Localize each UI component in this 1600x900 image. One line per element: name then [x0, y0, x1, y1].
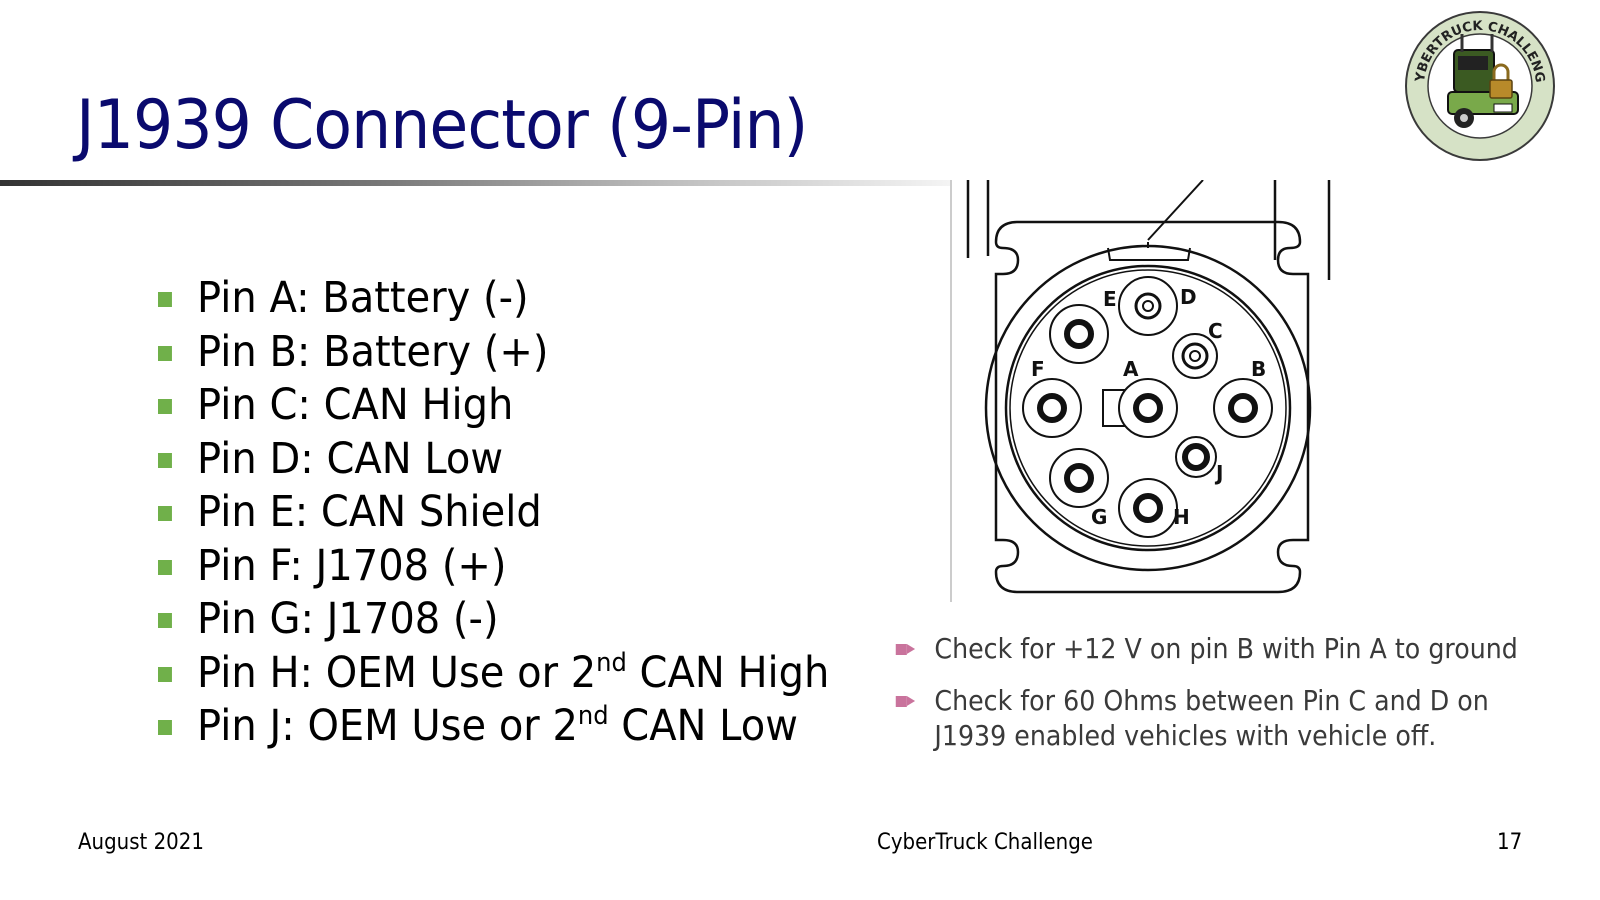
bullet-icon — [158, 399, 172, 414]
pin-label-e: E — [1103, 287, 1117, 311]
check-item: Check for +12 V on pin B with Pin A to g… — [895, 633, 1518, 665]
pin-text: Pin C: CAN High — [197, 380, 514, 430]
pin-text: Pin E: CAN Shield — [197, 487, 542, 537]
padlock-icon — [1489, 63, 1513, 99]
pin-text: Pin G: J1708 (-) — [197, 594, 499, 644]
pin-label-f: F — [1031, 357, 1045, 381]
pin-text: Pin J: OEM Use or 2nd CAN Low — [197, 701, 798, 751]
bullet-icon — [158, 720, 172, 735]
pin-text: Pin F: J1708 (+) — [197, 540, 507, 591]
pin-text: Pin A: Battery (-) — [197, 273, 529, 323]
footer-date: August 2021 — [78, 830, 204, 855]
pin-sockets — [1022, 276, 1273, 538]
pin-label-d: D — [1180, 285, 1197, 309]
pin-label-j: J — [1214, 461, 1223, 485]
bullet-icon — [158, 613, 172, 628]
pin-label-a: A — [1123, 357, 1139, 381]
bullet-icon — [158, 559, 172, 575]
title-divider — [0, 180, 950, 186]
bullet-icon — [158, 506, 172, 521]
pin-label-c: C — [1208, 319, 1223, 343]
footer-event: CyberTruck Challenge — [877, 830, 1093, 855]
pin-label-g: G — [1091, 505, 1107, 529]
bullet-icon — [158, 452, 172, 468]
page-number: 17 — [1497, 830, 1523, 855]
pin-text: Pin B: Battery (+) — [197, 326, 549, 377]
pin-text: Pin D: CAN Low — [197, 433, 504, 484]
pin-label-b: B — [1251, 357, 1266, 381]
pin-label-h: H — [1173, 505, 1190, 529]
connector-diagram: E D C B F A J G H — [950, 180, 1331, 602]
check-list: Check for +12 V on pin B with Pin A to g… — [893, 632, 1578, 771]
pin-text: Pin H: OEM Use or 2nd CAN High — [197, 647, 830, 698]
bullet-icon — [158, 292, 172, 307]
bullet-icon — [158, 345, 172, 361]
bullet-icon — [158, 666, 172, 682]
cybertruck-challenge-logo: CYBERTRUCK CHALLENGE — [1402, 8, 1555, 161]
slide-title: J1939 Connector (9-Pin) — [76, 86, 808, 165]
check-item: Check for 60 Ohms between Pin C and D on… — [895, 685, 1489, 752]
